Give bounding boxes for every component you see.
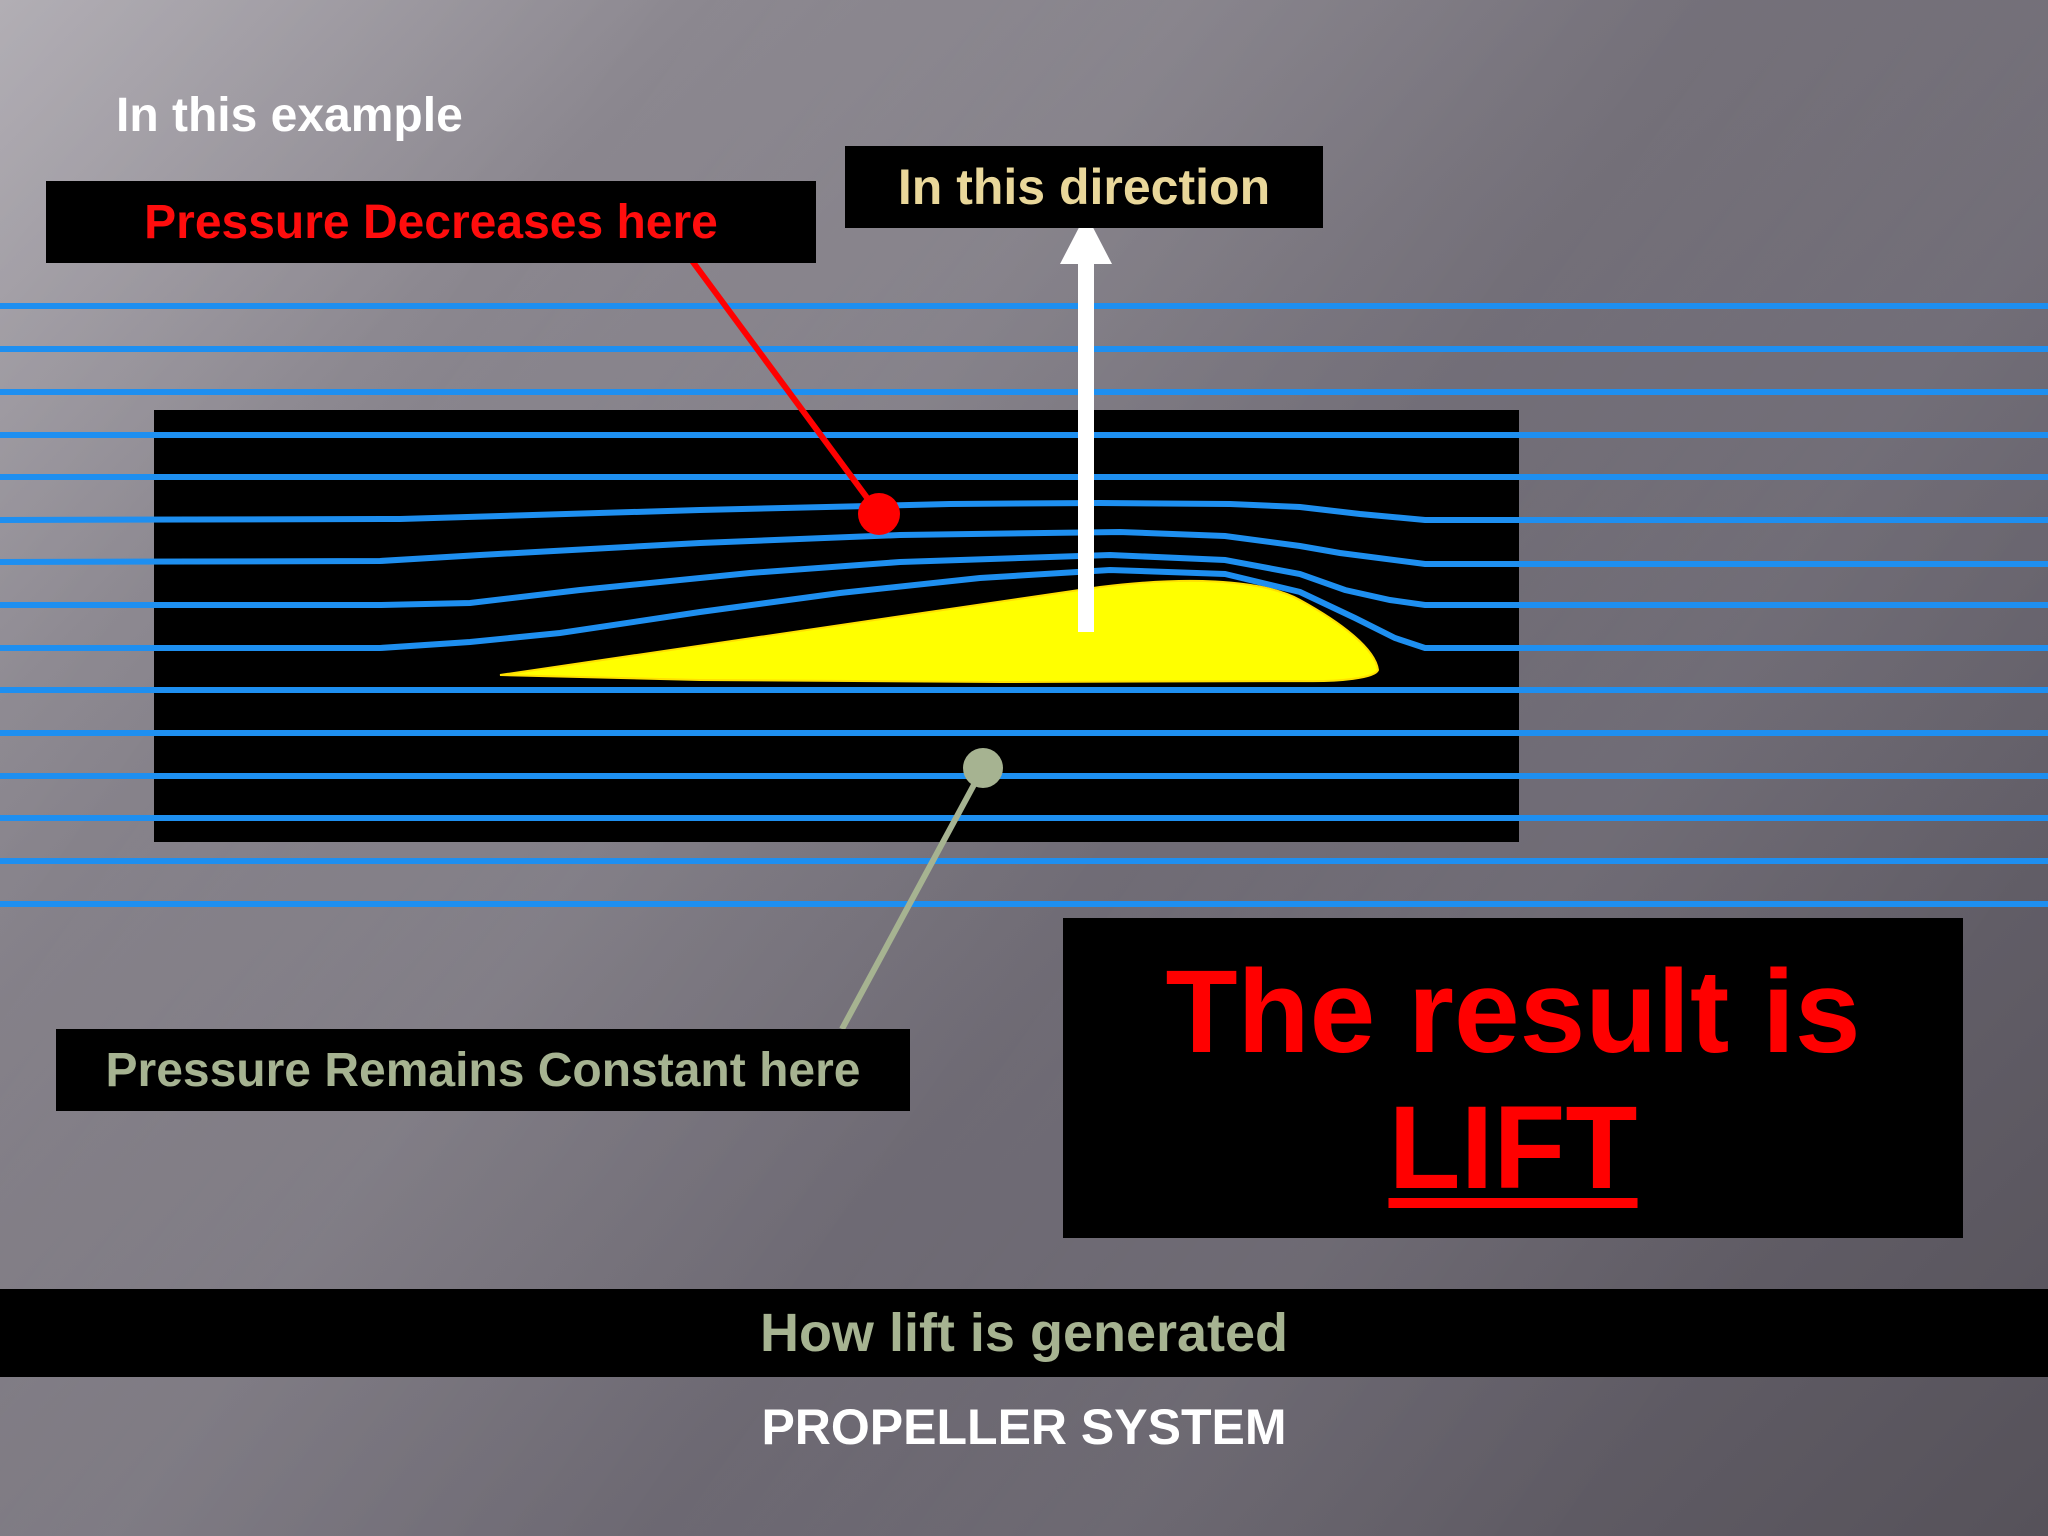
streamline	[0, 551, 2048, 608]
direction-label: In this direction	[897, 159, 1271, 215]
direction-callout: In this direction	[845, 146, 1323, 228]
streamline	[0, 528, 2048, 567]
pressure-decrease-pointer	[687, 256, 900, 535]
result-text: The result is	[1165, 946, 1861, 1079]
pressure-decreases-callout: Pressure Decreases here	[46, 181, 816, 263]
streamline	[0, 566, 2048, 651]
streamline	[0, 499, 2048, 523]
footer-title: How lift is generated	[759, 1303, 1289, 1363]
pressure-decreases-label: Pressure Decreases here	[144, 195, 718, 249]
footer-subtitle: PROPELLER SYSTEM	[761, 1399, 1287, 1455]
airfoil-shape	[499, 579, 1380, 684]
streamlines	[0, 303, 2048, 907]
result-callout: The result is LIFT	[1063, 918, 1963, 1238]
footer-title-bar: How lift is generated	[0, 1289, 2048, 1377]
intro-text: In this example	[116, 89, 463, 142]
pressure-constant-callout: Pressure Remains Constant here	[56, 1029, 910, 1111]
pressure-constant-label: Pressure Remains Constant here	[105, 1043, 861, 1097]
lift-text: LIFT	[1388, 1081, 1638, 1214]
arrow-up-icon	[1060, 214, 1112, 632]
pressure-constant-pointer	[839, 748, 1003, 1031]
